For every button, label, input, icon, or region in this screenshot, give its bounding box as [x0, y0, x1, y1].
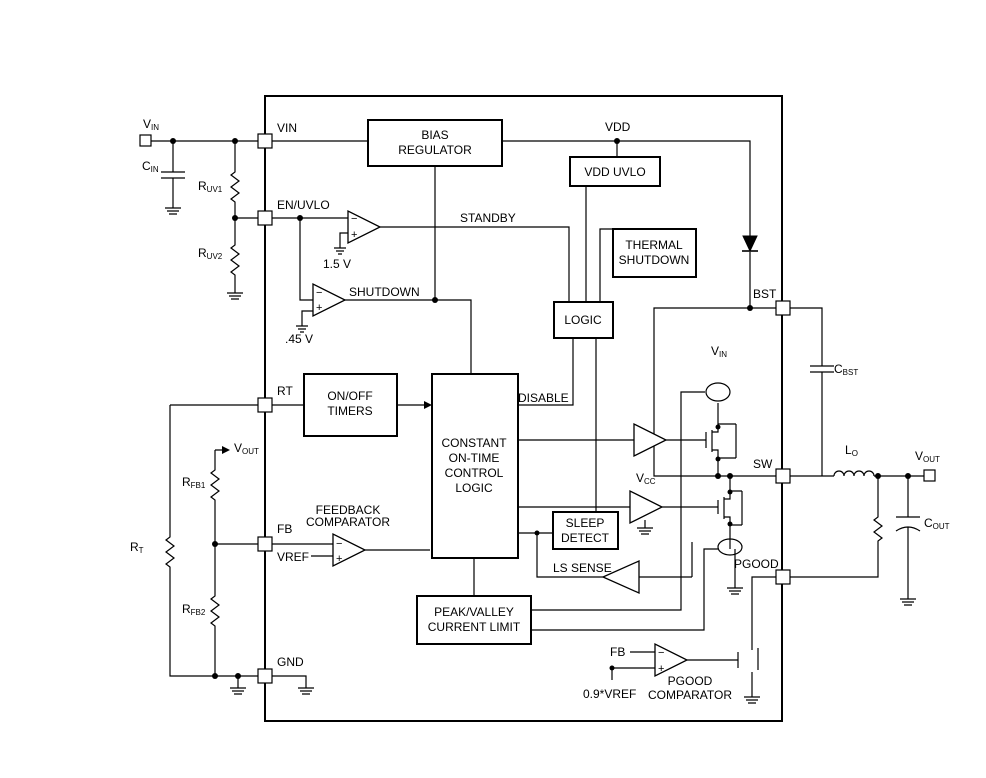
standby-label: STANDBY	[460, 211, 516, 225]
thermal-label-1: THERMAL	[625, 238, 683, 252]
pin-squares	[139, 133, 936, 684]
vout-fb-label: VOUT	[234, 441, 259, 456]
rt-label: RT	[130, 540, 144, 555]
high-side-driver	[633, 422, 668, 458]
v045-label: .45 V	[285, 332, 313, 346]
cin-label: CIN	[142, 159, 159, 174]
sleep-label-1: SLEEP	[566, 516, 605, 530]
onoff-label-1: ON/OFF	[327, 389, 372, 403]
sleep-label-2: DETECT	[561, 531, 610, 545]
cot-label-4: LOGIC	[455, 481, 493, 495]
constant-on-time-block	[431, 373, 519, 559]
fb-comparator-label-1: FEEDBACK	[316, 503, 381, 517]
logic-block	[553, 301, 614, 339]
vdd-uvlo-label: VDD UVLO	[584, 165, 645, 179]
thermal-shutdown-block	[612, 228, 697, 278]
pgood-comparator	[654, 642, 689, 678]
lo-label: LO	[845, 443, 858, 458]
wiring	[150, 140, 930, 704]
inductor-lo	[833, 470, 875, 477]
pin-vin-label: VIN	[277, 121, 297, 135]
cbst-label: CBST	[834, 362, 858, 377]
cot-label-1: CONSTANT	[441, 436, 507, 450]
ruv2-label: RUV2	[198, 246, 223, 261]
ls-current-sense	[717, 538, 743, 556]
disable-label: DISABLE	[518, 391, 569, 405]
vref09-label: 0.9*VREF	[583, 687, 636, 701]
vin-hs-label: VIN	[711, 344, 727, 359]
peak-label-1: PEAK/VALLEY	[434, 605, 514, 619]
pin-en-uvlo-label: EN/UVLO	[277, 198, 330, 212]
standby-comparator	[347, 209, 382, 245]
standby-comp-plus: +	[351, 229, 357, 241]
cot-label-3: CONTROL	[445, 466, 504, 480]
arrow-vout-fb	[222, 446, 230, 454]
low-side-driver	[629, 489, 664, 525]
peak-valley-block	[416, 595, 532, 645]
pgood-comparator-label-1: PGOOD	[668, 674, 713, 688]
fb-comp-plus: +	[336, 553, 342, 565]
vout-label: VOUT	[915, 449, 940, 464]
v15-label: 1.5 V	[323, 257, 351, 271]
rfb1-label: RFB1	[182, 475, 206, 490]
feedback-comparator	[332, 532, 367, 568]
logic-label: LOGIC	[564, 313, 602, 327]
onoff-timers-block	[303, 373, 398, 437]
pgood-fb-input-label: FB	[610, 645, 625, 659]
arrow-timers	[424, 401, 432, 409]
pgood-comp-plus: +	[658, 663, 664, 675]
cot-label-2: ON-TIME	[449, 451, 500, 465]
pin-gnd-label: GND	[277, 655, 304, 669]
onoff-label-2: TIMERS	[327, 404, 372, 418]
vcc-label: VCC	[636, 471, 656, 486]
vdd-label: VDD	[605, 120, 631, 134]
vdd-uvlo-block	[569, 156, 661, 187]
fb-comp-minus: −	[336, 538, 342, 550]
cout-label: COUT	[924, 516, 950, 531]
pin-sw-label: SW	[753, 457, 773, 471]
bias-label-2: REGULATOR	[398, 143, 472, 157]
fb-comparator-label-2: COMPARATOR	[306, 515, 390, 529]
sleep-detect-block	[552, 511, 619, 550]
standby-comp-minus: −	[351, 213, 357, 225]
ruv1-label: RUV1	[198, 179, 223, 194]
peak-label-2: CURRENT LIMIT	[428, 620, 521, 634]
ls-sense-amp	[601, 559, 640, 595]
shutdown-comp-minus: −	[316, 287, 322, 299]
junctions	[170, 138, 911, 679]
ls-sense-label: LS SENSE	[553, 561, 612, 575]
shutdown-comparator	[312, 282, 347, 318]
pin-bst-label: BST	[753, 287, 777, 301]
arrowheads	[222, 401, 432, 454]
pin-pgood-label: PGOOD	[734, 557, 779, 571]
pin-rt-label: RT	[277, 384, 293, 398]
rfb2-label: RFB2	[182, 602, 206, 617]
vin-input-label: VIN	[143, 117, 159, 132]
bst-diode	[742, 235, 758, 253]
bias-regulator-block	[367, 119, 503, 167]
hs-current-sense	[705, 382, 731, 402]
pgood-comparator-label-2: COMPARATOR	[648, 688, 732, 702]
pgood-comp-minus: −	[658, 647, 664, 659]
bias-label-1: BIAS	[421, 128, 448, 142]
vref-label: VREF	[277, 550, 309, 564]
shutdown-label: SHUTDOWN	[349, 285, 420, 299]
shutdown-comp-plus: +	[316, 302, 322, 314]
pin-fb-label: FB	[277, 522, 292, 536]
thermal-label-2: SHUTDOWN	[619, 253, 690, 267]
